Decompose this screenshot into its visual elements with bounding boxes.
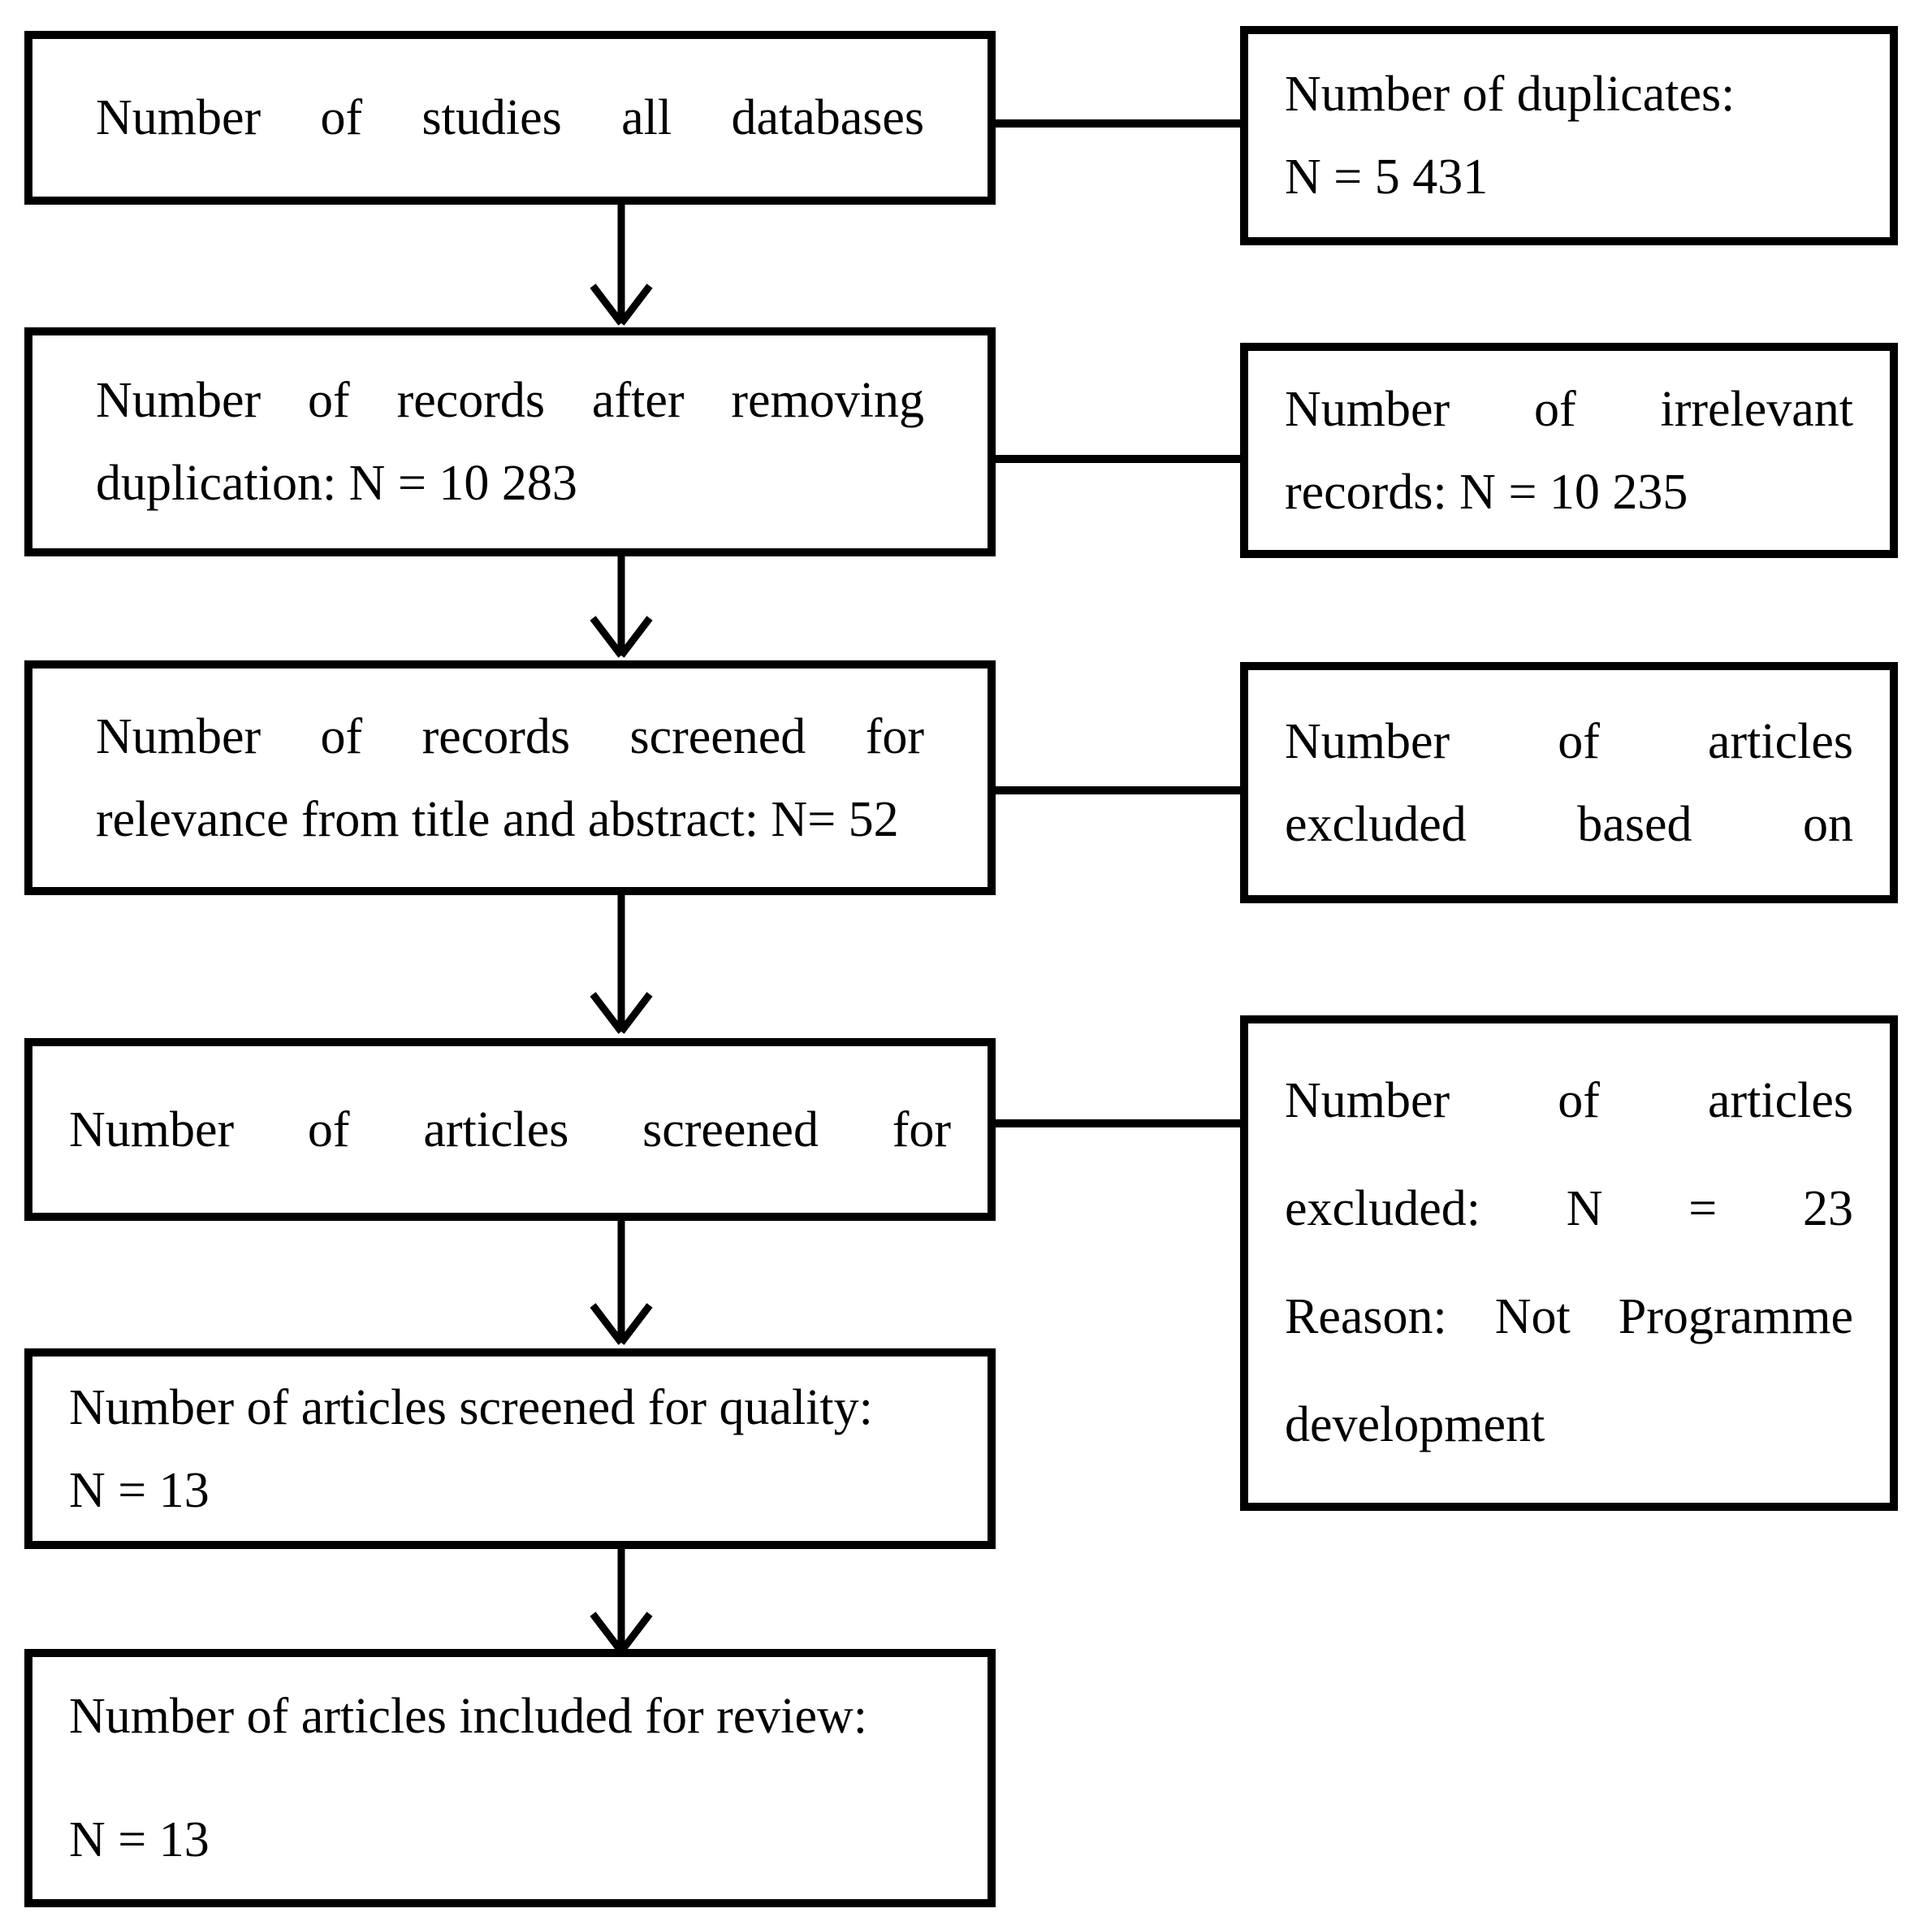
box-text-line: N = 5 431 <box>1285 149 1489 205</box>
box-articles-excluded-based-on: Number of articles excluded based on <box>1240 662 1898 903</box>
connector-dedup-to-irrelevant <box>996 455 1240 463</box>
box-text-line: Number of articles included for review: <box>69 1689 868 1744</box>
box-records-after-dedup: Number of records after removing duplica… <box>24 327 996 556</box>
box-text-line: Number of articles screened for quality: <box>69 1379 873 1435</box>
box-text-line: development <box>1285 1397 1545 1452</box>
box-text-line: Number of irrelevant <box>1285 381 1853 437</box>
down-arrow-icon <box>590 1221 653 1345</box>
box-text-line: Number of articles <box>1285 1073 1853 1128</box>
box-articles-screened-quality: Number of articles screened for quality:… <box>24 1348 996 1549</box>
connector-screened-to-excluded23 <box>996 1119 1240 1127</box>
box-text-line: Number of duplicates: <box>1285 67 1735 122</box>
down-arrow-icon <box>590 556 653 658</box>
box-text-line: N = 13 <box>69 1812 210 1867</box>
box-text-line: duplication: N = 10 283 <box>96 456 577 511</box>
box-text-line: Number of articles screened for <box>69 1101 951 1158</box>
box-records-screened-relevance: Number of records screened for relevance… <box>24 660 996 895</box>
box-text-line: Number of records after removing <box>96 373 924 428</box>
box-duplicates: Number of duplicates: N = 5 431 <box>1240 26 1898 245</box>
box-text-line: Reason: Not Programme <box>1285 1289 1853 1344</box>
box-studies-all-databases: Number of studies all databases <box>24 31 996 205</box>
box-text-line: excluded based on <box>1285 796 1853 852</box>
connector-studies-to-duplicates <box>996 119 1240 128</box>
box-articles-excluded-reason: Number of articles excluded: N = 23 Reas… <box>1240 1015 1898 1511</box>
box-articles-screened: Number of articles screened for <box>24 1038 996 1221</box>
box-articles-included-review: Number of articles included for review: … <box>24 1649 996 1907</box>
box-text-line: excluded: N = 23 <box>1285 1181 1853 1236</box>
box-text-line: records: N = 10 235 <box>1285 464 1688 520</box>
box-irrelevant-records: Number of irrelevant records: N = 10 235 <box>1240 343 1898 558</box>
connector-relevance-to-excluded <box>996 786 1240 794</box>
box-text-line: N = 13 <box>69 1462 210 1518</box>
box-text-line: relevance from title and abstract: N= 52 <box>96 791 899 847</box>
down-arrow-icon <box>590 1549 653 1654</box>
box-text-line: Number of articles <box>1285 713 1853 769</box>
down-arrow-icon <box>590 895 653 1034</box>
down-arrow-icon <box>590 205 653 326</box>
box-text-line: Number of studies all databases <box>96 90 924 145</box>
box-text-line: Number of records screened for <box>96 708 924 764</box>
